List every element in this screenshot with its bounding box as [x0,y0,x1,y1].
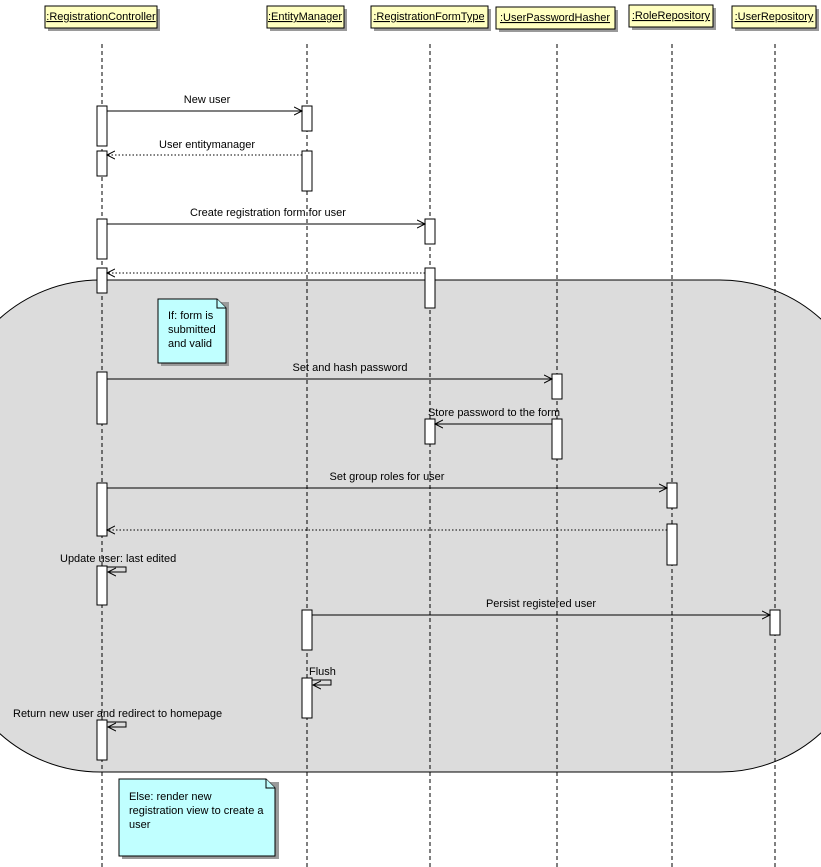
message-label: User entitymanager [159,139,255,151]
message-label: Set group roles for user [330,471,445,483]
note-line: Else: render new [129,791,212,803]
activation-bar [96,218,108,260]
activation-bar [96,565,108,606]
activation-bar [301,105,313,132]
activation-bar [551,418,563,460]
self-message-arrow [312,679,332,685]
head-registration-controller: :RegistrationController [44,5,160,31]
note-line: If: form is [168,310,214,322]
lifeline-heads: :RegistrationController :EntityManager :… [44,4,819,32]
activation-bar [551,373,563,400]
activation-bar [96,105,108,147]
activation-bar [424,267,436,309]
head-role-repository: :RoleRepository [628,4,716,30]
activation-bar [301,677,313,719]
message-label: New user [184,94,231,106]
self-message-arrow [107,721,127,727]
self-message-arrow [107,566,127,572]
activation-bar [96,371,108,425]
activation-bar [424,418,436,445]
message-label: Set and hash password [293,362,408,374]
activation-bar [96,719,108,761]
head-label: :RoleRepository [632,10,711,22]
activation-bar [424,218,436,245]
message-label: Persist registered user [486,598,596,610]
messages: New user User entitymanager Create regis… [13,94,770,727]
activation-bar [666,523,678,566]
note-line: submitted [168,324,216,336]
activation-bar [96,482,108,537]
head-user-repository: :UserRepository [731,5,819,31]
note-line: and valid [168,338,212,350]
message-label: Update user: last edited [60,553,176,565]
activation-bar [96,267,108,294]
head-registration-form-type: :RegistrationFormType [370,5,491,31]
activation-bar [666,482,678,509]
head-label: :UserRepository [735,11,814,23]
activation-bar [769,609,781,636]
message-label: Create registration form for user [190,207,346,219]
note-line: registration view to create a [129,805,264,817]
message-label: Store password to the form [428,407,560,419]
conditional-region [0,279,821,773]
head-entity-manager: :EntityManager [266,5,347,31]
message-label: Flush [309,666,336,678]
activation-bar [301,150,313,192]
head-label: :EntityManager [268,11,342,23]
activation-bar [301,609,313,651]
note-if-condition: If: form is submitted and valid [157,298,229,366]
note-line: user [129,819,151,831]
head-label: :RegistrationFormType [373,11,484,23]
head-label: :RegistrationController [46,11,156,23]
note-else-condition: Else: render new registration view to cr… [118,778,279,859]
head-label: :UserPasswordHasher [500,12,610,24]
head-user-password-hasher: :UserPasswordHasher [495,6,618,32]
activations [96,105,781,761]
activation-bar [96,150,108,177]
message-label: Return new user and redirect to homepage [13,708,222,720]
